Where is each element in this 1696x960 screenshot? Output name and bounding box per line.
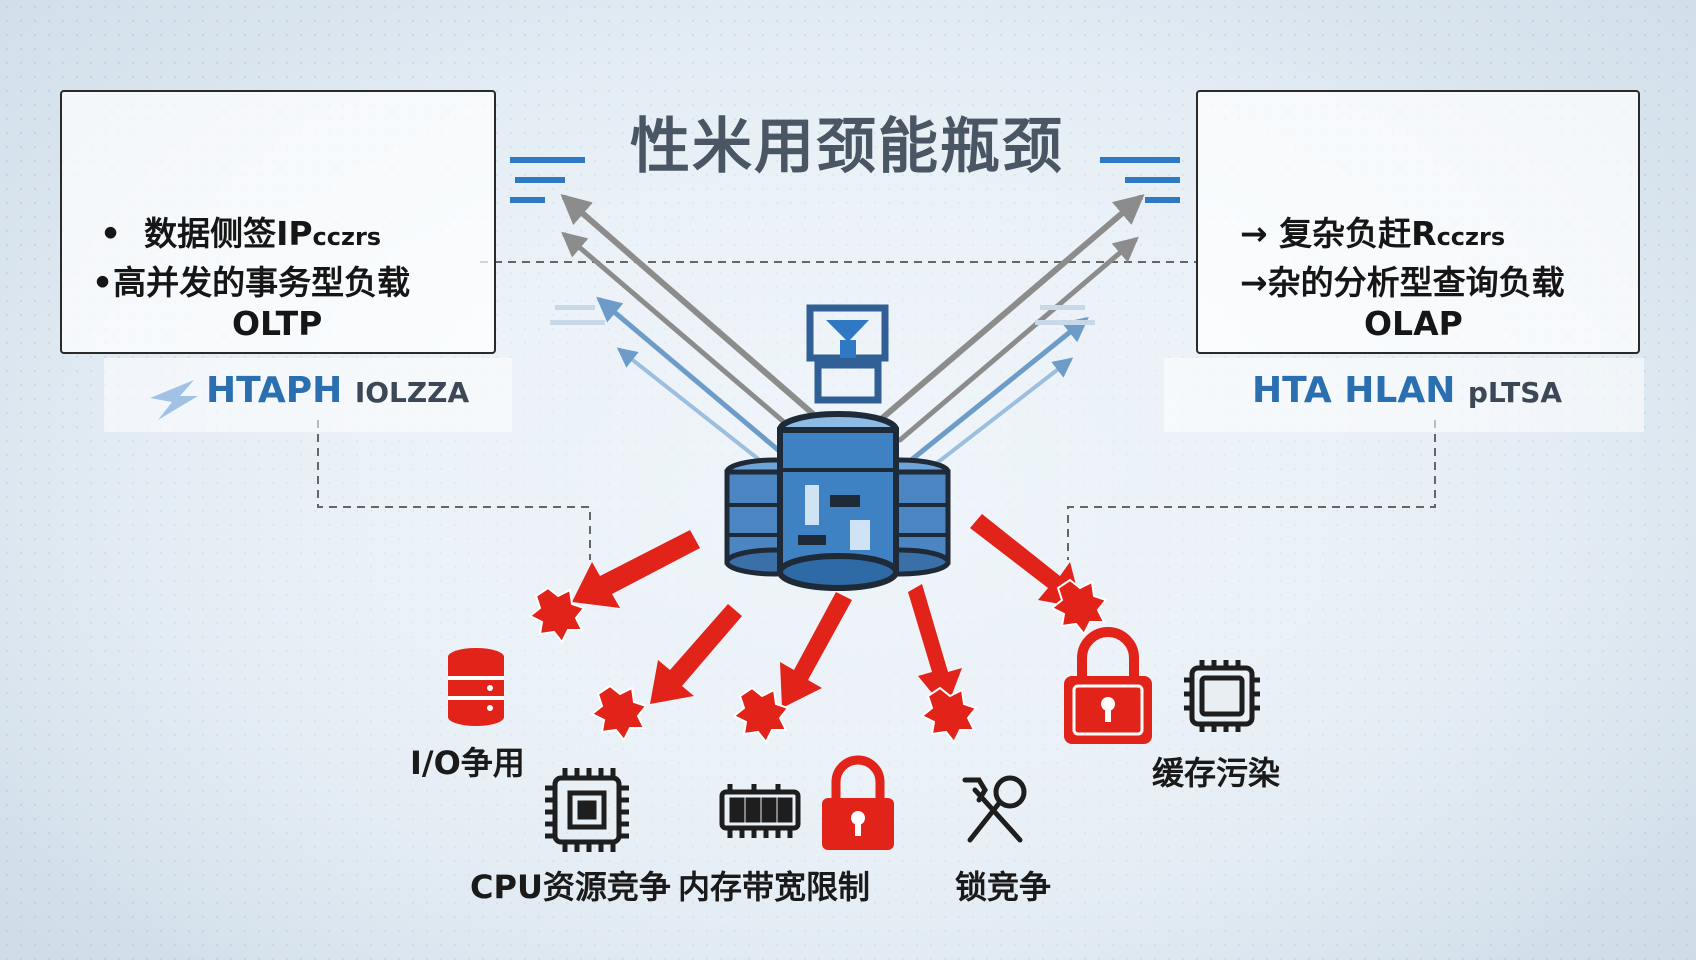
olap-line-1: → 复杂负赶Rcczrs bbox=[1240, 214, 1506, 253]
olap-label: OLAP bbox=[1364, 304, 1463, 343]
database-cluster-icon bbox=[724, 411, 951, 591]
burst-icon-2 bbox=[590, 684, 648, 742]
tools-icon bbox=[962, 775, 1027, 843]
arrows-to-olap bbox=[877, 194, 1145, 482]
label-memory-bandwidth: 内存带宽限制 bbox=[678, 868, 871, 906]
burst-icons bbox=[528, 578, 1108, 744]
olap-panel bbox=[1196, 90, 1640, 354]
label-lock-contention: 锁竞争 bbox=[955, 868, 1052, 906]
oltp-line-1: • 数据侧签IPcczrs bbox=[100, 214, 382, 253]
io-database-icon bbox=[448, 648, 504, 726]
memory-module-icon bbox=[719, 784, 801, 838]
signal-stripes-right bbox=[1100, 157, 1180, 203]
filter-icon bbox=[806, 304, 889, 404]
htap-tag-right: HTA HLAN pLTSA bbox=[1252, 370, 1563, 411]
oltp-line-2: •高并发的事务型负载 bbox=[92, 263, 411, 302]
htap-tag-left-bg bbox=[104, 358, 512, 432]
burst-icon-3 bbox=[732, 686, 790, 744]
label-cache-pollution: 缓存污染 bbox=[1152, 754, 1281, 792]
label-io-contention: I/O争用 bbox=[410, 744, 525, 782]
label-cpu-contention: CPU资源竞争 bbox=[470, 868, 671, 906]
diagram-title: 性米用颈能瓶颈 bbox=[630, 112, 1064, 182]
htap-tag-right-bg bbox=[1164, 358, 1644, 432]
cache-chip-icon bbox=[1184, 660, 1260, 732]
burst-icon-1 bbox=[528, 586, 586, 644]
lock-icon-red-memory bbox=[822, 755, 894, 850]
cpu-chip-icon bbox=[545, 768, 629, 852]
lock-icon-red-cache bbox=[1064, 627, 1152, 744]
signal-stripes-left bbox=[510, 157, 585, 203]
burst-icon-4 bbox=[920, 686, 978, 744]
oltp-panel bbox=[60, 90, 496, 354]
dashed-connector-right bbox=[1067, 420, 1436, 560]
burst-icon-5 bbox=[1050, 578, 1108, 636]
arrow-bullet: → bbox=[1240, 263, 1268, 302]
red-warning-arrows bbox=[572, 514, 1082, 710]
bullet-dot: • bbox=[92, 263, 114, 302]
faint-stripes bbox=[550, 305, 1095, 325]
olap-line-2: →杂的分析型查询负载 bbox=[1240, 263, 1565, 302]
arrow-bullet: → bbox=[1240, 214, 1280, 253]
bullet-dot: • bbox=[100, 214, 145, 253]
htap-tag-left: HTAPH IOLZZA bbox=[206, 370, 470, 411]
oltp-label: OLTP bbox=[232, 304, 323, 343]
dashed-connector-left bbox=[317, 420, 591, 560]
